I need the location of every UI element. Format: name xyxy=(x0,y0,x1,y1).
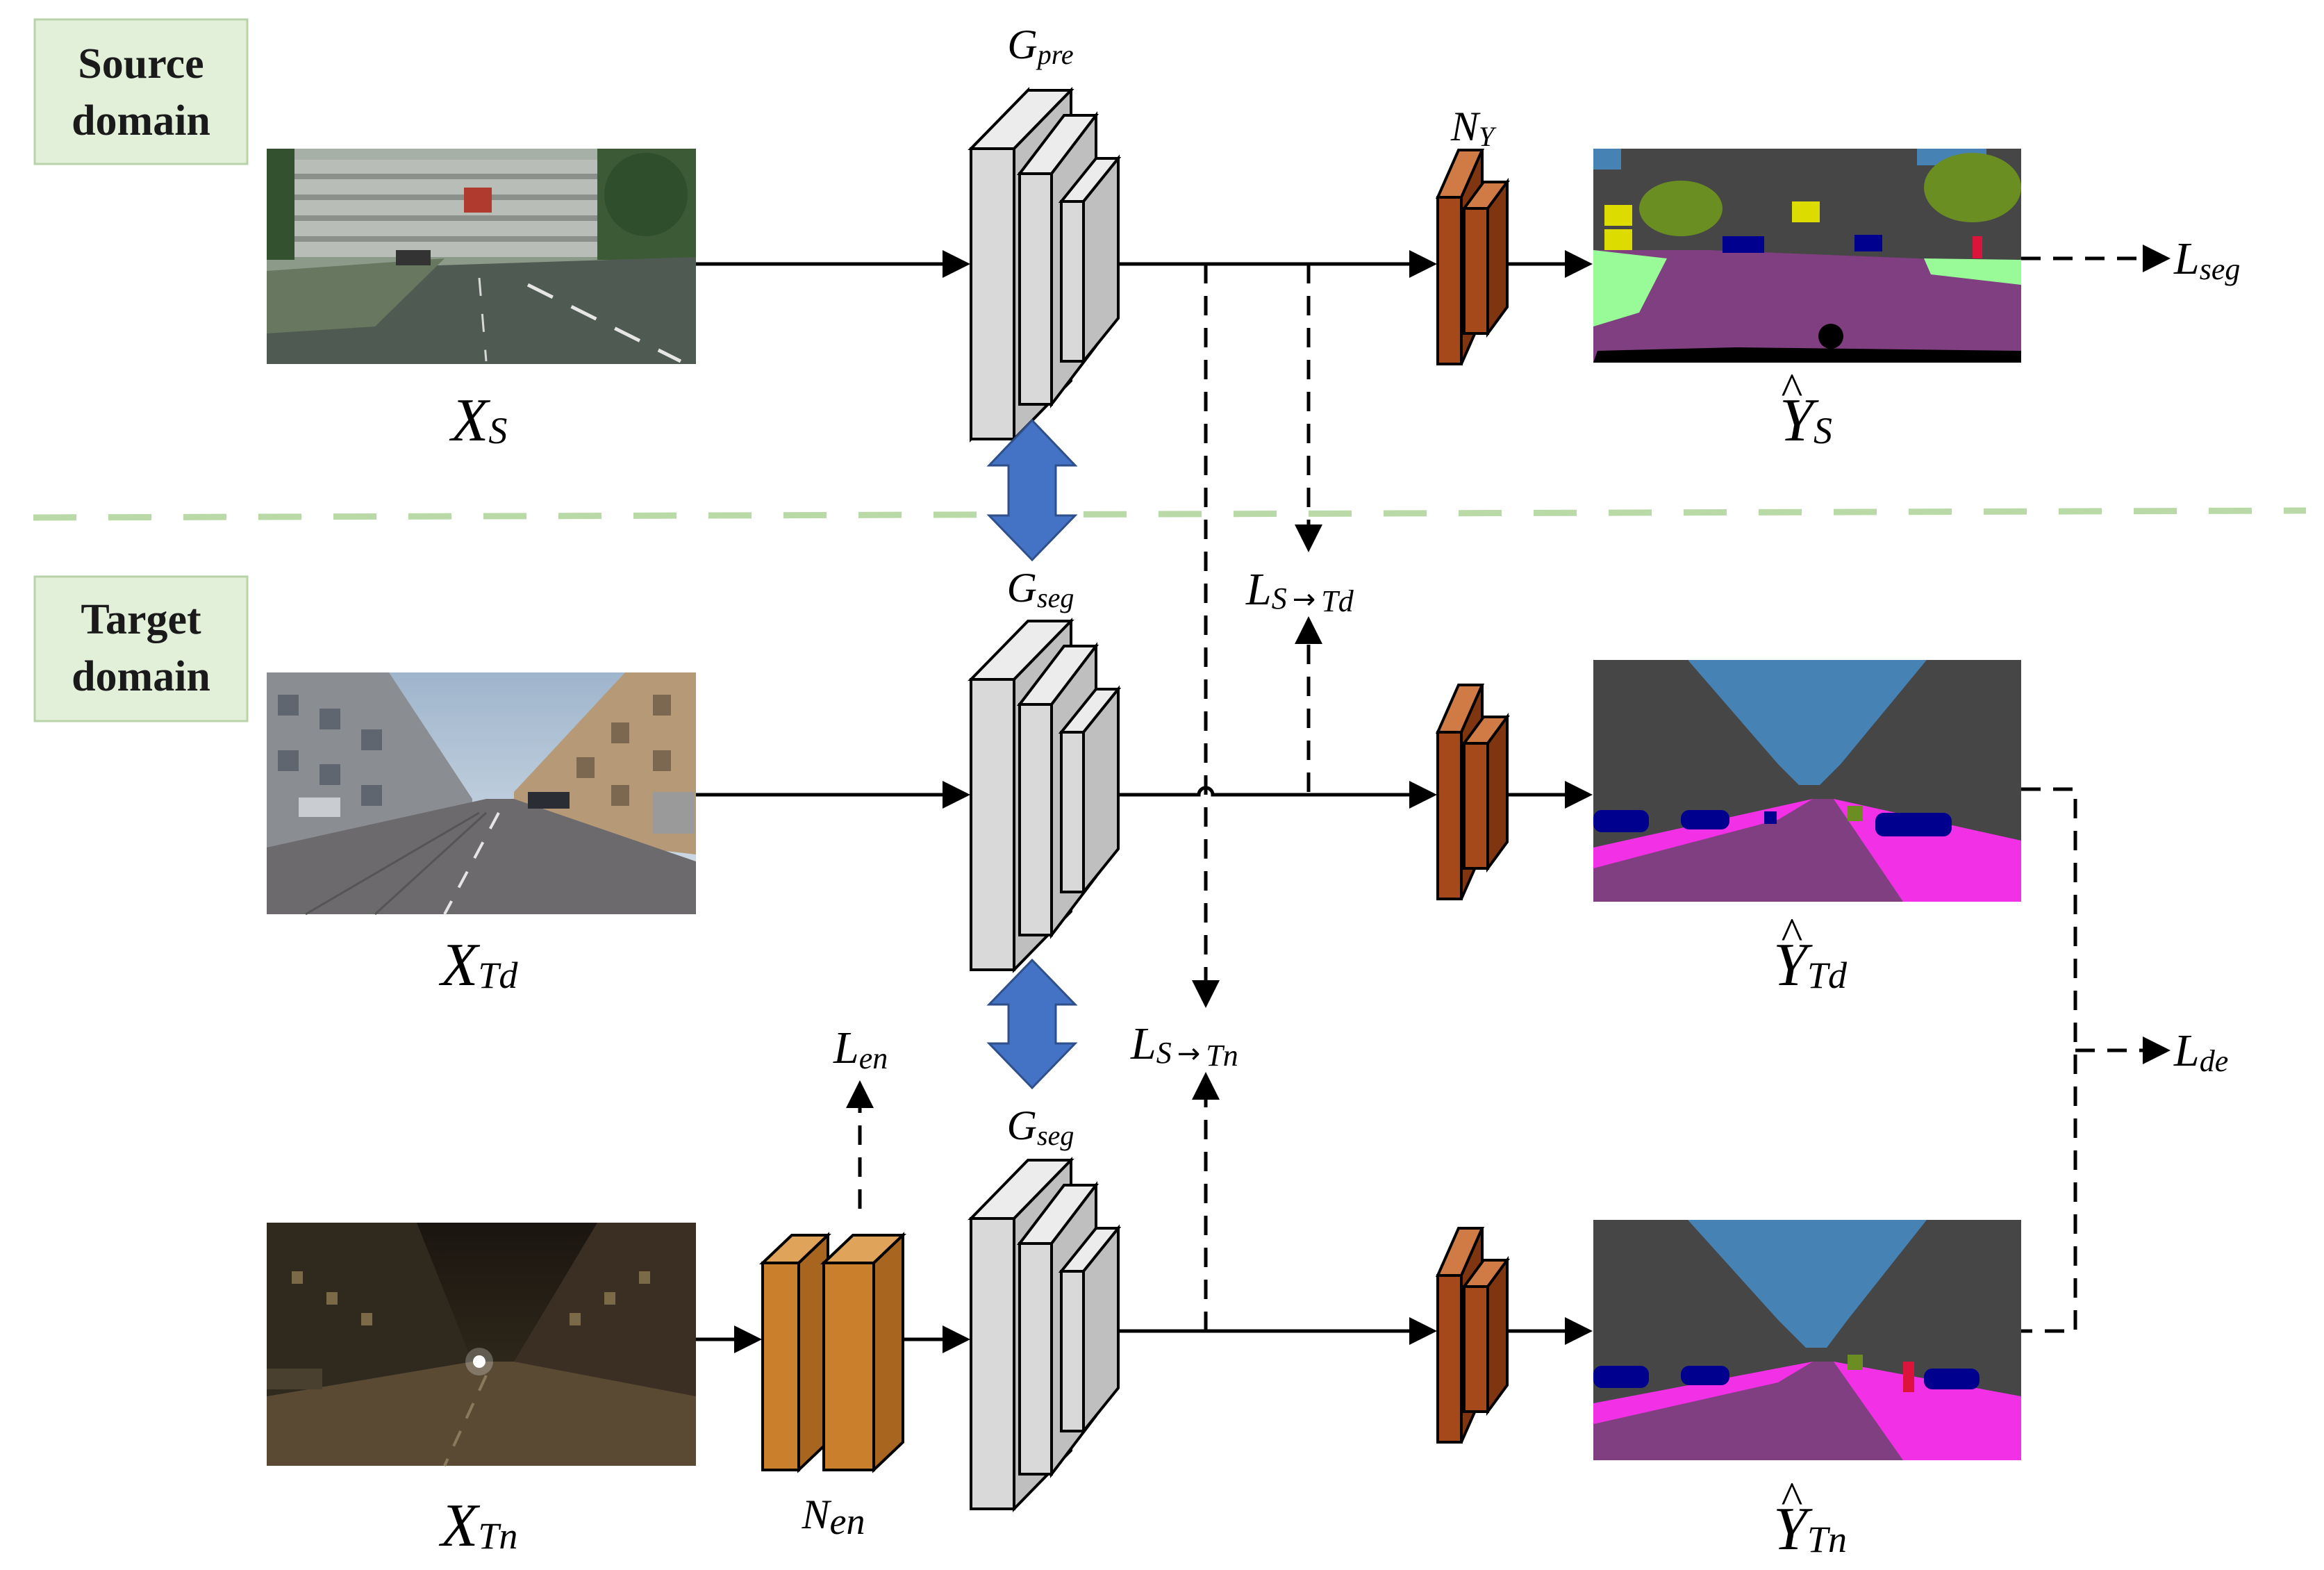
lstd-label: LS→Td xyxy=(1245,564,1354,618)
svg-text:LS→Tn: LS→Tn xyxy=(1130,1018,1238,1073)
ytn-label: ^ YTn xyxy=(1773,1473,1847,1563)
svg-text:XTd: XTd xyxy=(439,932,519,999)
gpre-label: Gpre xyxy=(1007,22,1073,70)
svg-text:YTd: YTd xyxy=(1773,932,1848,999)
target-day-input-image xyxy=(267,672,696,916)
source-input-image xyxy=(267,149,696,364)
generator-seg-block-day xyxy=(968,618,1122,973)
svg-text:Lde: Lde xyxy=(2173,1025,2228,1078)
svg-text:^: ^ xyxy=(1782,364,1803,415)
source-segmentation-map xyxy=(1593,149,2021,363)
ys-label: ^ YS xyxy=(1779,364,1832,454)
xtn-label: XTn xyxy=(439,1492,518,1560)
svg-text:Gseg: Gseg xyxy=(1007,1102,1074,1151)
source-domain-line2: domain xyxy=(72,97,210,144)
svg-text:Len: Len xyxy=(833,1023,888,1075)
svg-text:YS: YS xyxy=(1779,387,1832,454)
share-arrow-bottom-icon xyxy=(986,958,1078,1090)
generator-pre-block xyxy=(968,87,1122,443)
nen-label: Nen xyxy=(802,1492,865,1542)
svg-text:XS: XS xyxy=(449,387,508,454)
lde-label: Lde xyxy=(2173,1025,2228,1078)
svg-text:Nen: Nen xyxy=(802,1492,865,1542)
gseg-label-day: Gseg xyxy=(1007,565,1074,613)
svg-text:YTn: YTn xyxy=(1773,1496,1847,1563)
xtd-label: XTd xyxy=(439,932,519,999)
target-domain-line1: Target xyxy=(81,596,201,643)
dash-de-bracket xyxy=(2021,787,2077,1333)
ny-block-night xyxy=(1435,1227,1510,1444)
svg-text:Lseg: Lseg xyxy=(2173,233,2240,286)
target-domain-box: Target domain xyxy=(33,575,249,722)
target-day-segmentation-map xyxy=(1593,660,2021,902)
xs-label: XS xyxy=(449,387,508,454)
len-label: Len xyxy=(833,1023,888,1075)
lstn-label: LS→Tn xyxy=(1130,1018,1238,1073)
source-domain-line1: Source xyxy=(78,40,204,88)
svg-text:XTn: XTn xyxy=(439,1492,518,1560)
svg-text:NY: NY xyxy=(1450,104,1497,152)
domain-divider xyxy=(33,507,2307,521)
svg-text:^: ^ xyxy=(1782,1473,1803,1523)
share-arrow-top-icon xyxy=(986,418,1078,562)
lseg-label: Lseg xyxy=(2173,233,2240,286)
source-domain-box: Source domain xyxy=(33,18,249,165)
target-night-input-image xyxy=(267,1223,696,1466)
svg-text:LS→Td: LS→Td xyxy=(1245,564,1354,618)
ny-block-source xyxy=(1435,149,1510,365)
ytd-label: ^ YTd xyxy=(1773,909,1848,999)
arrow-gseg-to-ny-day xyxy=(1118,781,1437,809)
target-domain-line2: domain xyxy=(72,653,210,700)
ny-label: NY xyxy=(1450,104,1497,152)
ny-block-day xyxy=(1435,684,1510,900)
svg-text:Gpre: Gpre xyxy=(1007,22,1073,70)
target-night-segmentation-map xyxy=(1593,1220,2021,1460)
svg-text:^: ^ xyxy=(1782,909,1803,959)
generator-seg-block-night xyxy=(968,1157,1122,1512)
gseg-label-night: Gseg xyxy=(1007,1102,1074,1151)
night-enhancer-block xyxy=(759,1232,906,1473)
svg-text:Gseg: Gseg xyxy=(1007,565,1074,613)
